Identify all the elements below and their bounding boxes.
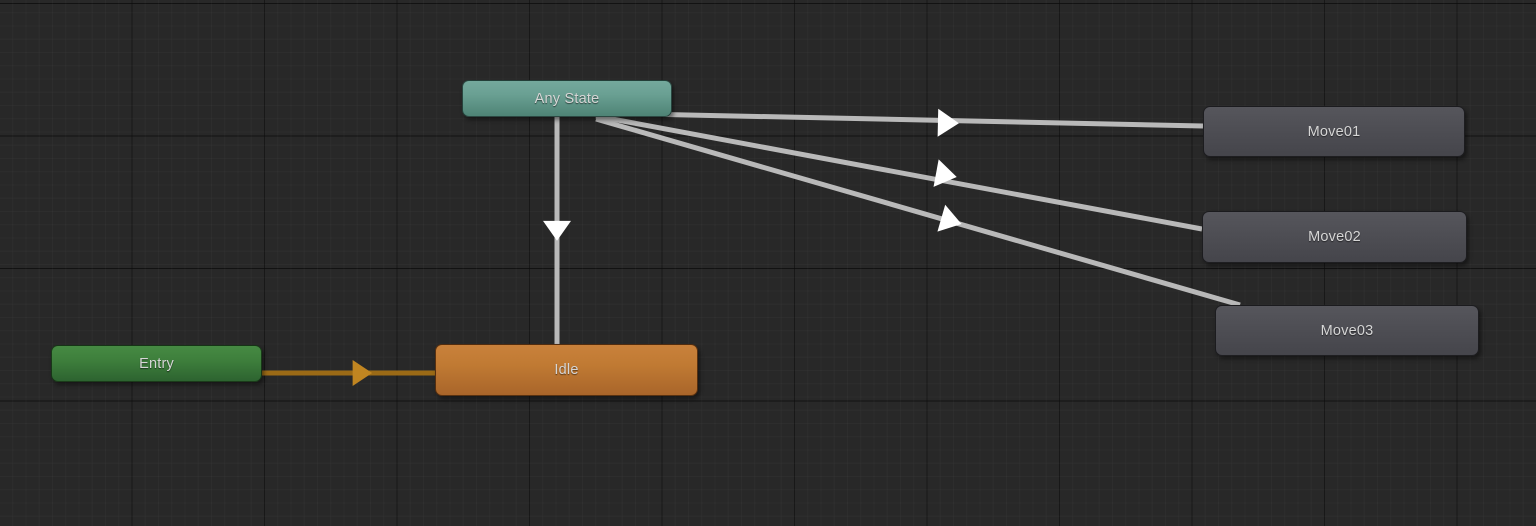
transition-arrow-right-icon: [933, 159, 957, 187]
state-node-label: Idle: [554, 362, 579, 378]
state-node-entry[interactable]: Entry: [51, 345, 262, 382]
transition-line[interactable]: [595, 110, 1204, 129]
transition-any-state-to-idle[interactable]: [543, 117, 571, 344]
transition-any-state-to-move03[interactable]: [595, 116, 1241, 308]
transition-arrow-right-icon: [937, 204, 962, 232]
transition-entry-to-idle[interactable]: [262, 360, 435, 386]
transition-arrow-down-icon: [543, 220, 571, 241]
state-node-idle[interactable]: Idle: [435, 344, 698, 396]
state-node-label: Move03: [1320, 322, 1374, 339]
state-node-move02[interactable]: Move02: [1202, 211, 1467, 263]
state-node-label: Move02: [1308, 229, 1361, 245]
transition-arrow-right-icon: [352, 360, 373, 386]
transition-any-state-to-move02[interactable]: [595, 113, 1203, 232]
state-node-label: Move01: [1307, 123, 1361, 140]
state-node-any-state[interactable]: Any State: [462, 80, 672, 117]
state-node-label: Entry: [139, 355, 174, 372]
transition-line[interactable]: [595, 116, 1241, 308]
transition-arrow-right-icon: [937, 108, 959, 137]
transition-line[interactable]: [595, 113, 1203, 232]
state-node-label: Any State: [534, 90, 600, 107]
transition-any-state-to-move01[interactable]: [595, 108, 1204, 137]
state-node-move03[interactable]: Move03: [1215, 305, 1479, 356]
state-node-move01[interactable]: Move01: [1203, 106, 1465, 157]
